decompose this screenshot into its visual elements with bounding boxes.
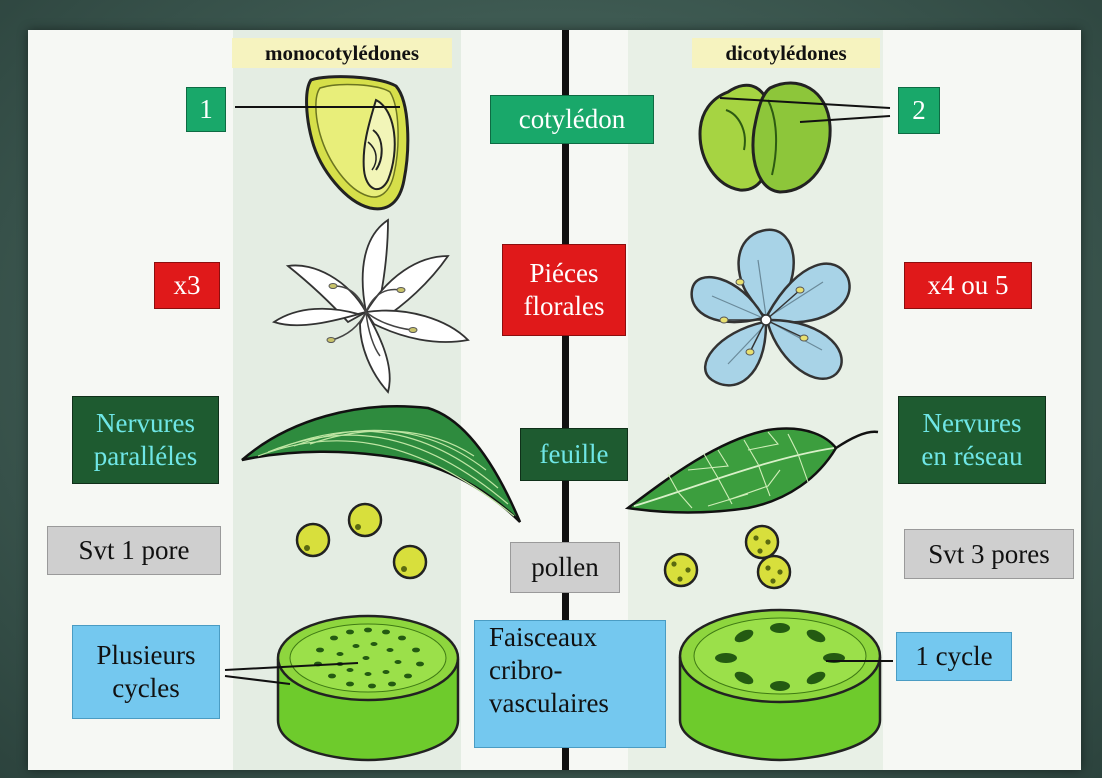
label-monocot-venation-line1: Nervures <box>96 407 195 440</box>
label-vascular-bundles-line3: vasculaires <box>489 687 609 720</box>
diagram-frame: monocotylédones dicotylédones 1 cotylédo… <box>28 30 1081 770</box>
label-monocot-cotyledon-count: 1 <box>186 87 226 132</box>
label-floral-parts: Piéces florales <box>502 244 626 336</box>
header-dicot: dicotylédones <box>692 38 880 68</box>
label-monocot-bundle-cycles-line1: Plusieurs <box>96 639 195 672</box>
label-monocot-venation-line2: paralléles <box>94 440 197 473</box>
label-vascular-bundles: Faisceaux cribro- vasculaires <box>474 620 666 748</box>
label-dicot-bundle-cycles: 1 cycle <box>896 632 1012 681</box>
label-pollen: pollen <box>510 542 620 593</box>
label-cotyledon: cotylédon <box>490 95 654 144</box>
dicot-seed-drawing <box>700 83 830 192</box>
label-dicot-cotyledon-count: 2 <box>898 87 940 134</box>
label-monocot-floral-count: x3 <box>154 262 220 309</box>
label-dicot-floral-count: x4 ou 5 <box>904 262 1032 309</box>
label-floral-parts-line2: florales <box>524 290 605 323</box>
label-monocot-pollen-pores: Svt 1 pore <box>47 526 221 575</box>
header-monocot: monocotylédones <box>232 38 452 68</box>
label-dicot-venation-line1: Nervures <box>923 407 1022 440</box>
label-monocot-bundle-cycles-line2: cycles <box>112 672 179 705</box>
monocot-stem-drawing <box>278 616 458 760</box>
label-monocot-bundle-cycles: Plusieurs cycles <box>72 625 220 719</box>
label-vascular-bundles-line1: Faisceaux <box>489 621 597 654</box>
label-floral-parts-line1: Piéces <box>530 257 599 290</box>
label-dicot-venation: Nervures en réseau <box>898 396 1046 484</box>
dicot-stem-drawing <box>680 610 880 760</box>
label-leaf: feuille <box>520 428 628 481</box>
label-vascular-bundles-line2: cribro- <box>489 654 562 687</box>
label-dicot-venation-line2: en réseau <box>921 440 1022 473</box>
label-monocot-venation: Nervures paralléles <box>72 396 219 484</box>
label-dicot-pollen-pores: Svt 3 pores <box>904 529 1074 579</box>
